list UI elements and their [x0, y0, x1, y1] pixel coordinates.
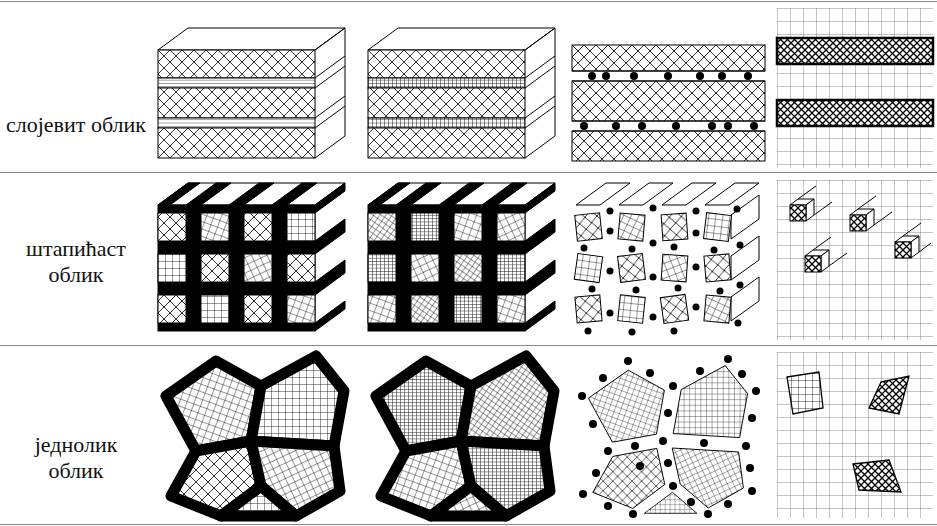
layered-block	[368, 28, 555, 158]
grain-matrix	[777, 352, 933, 518]
row-label: једнолик облик	[6, 432, 146, 485]
rod-matrix	[777, 180, 933, 340]
rod-block	[368, 183, 555, 331]
grain-structure	[376, 356, 554, 516]
layered-section	[572, 45, 765, 161]
grain-structure	[166, 356, 344, 516]
grain-section	[578, 355, 760, 518]
layered-matrix	[777, 8, 933, 168]
layered-block	[158, 28, 345, 158]
row-label: штапићаст облик	[6, 236, 146, 289]
row-label: слојевит облик	[6, 112, 146, 138]
rod-block	[158, 183, 345, 331]
rod-section	[574, 183, 759, 336]
